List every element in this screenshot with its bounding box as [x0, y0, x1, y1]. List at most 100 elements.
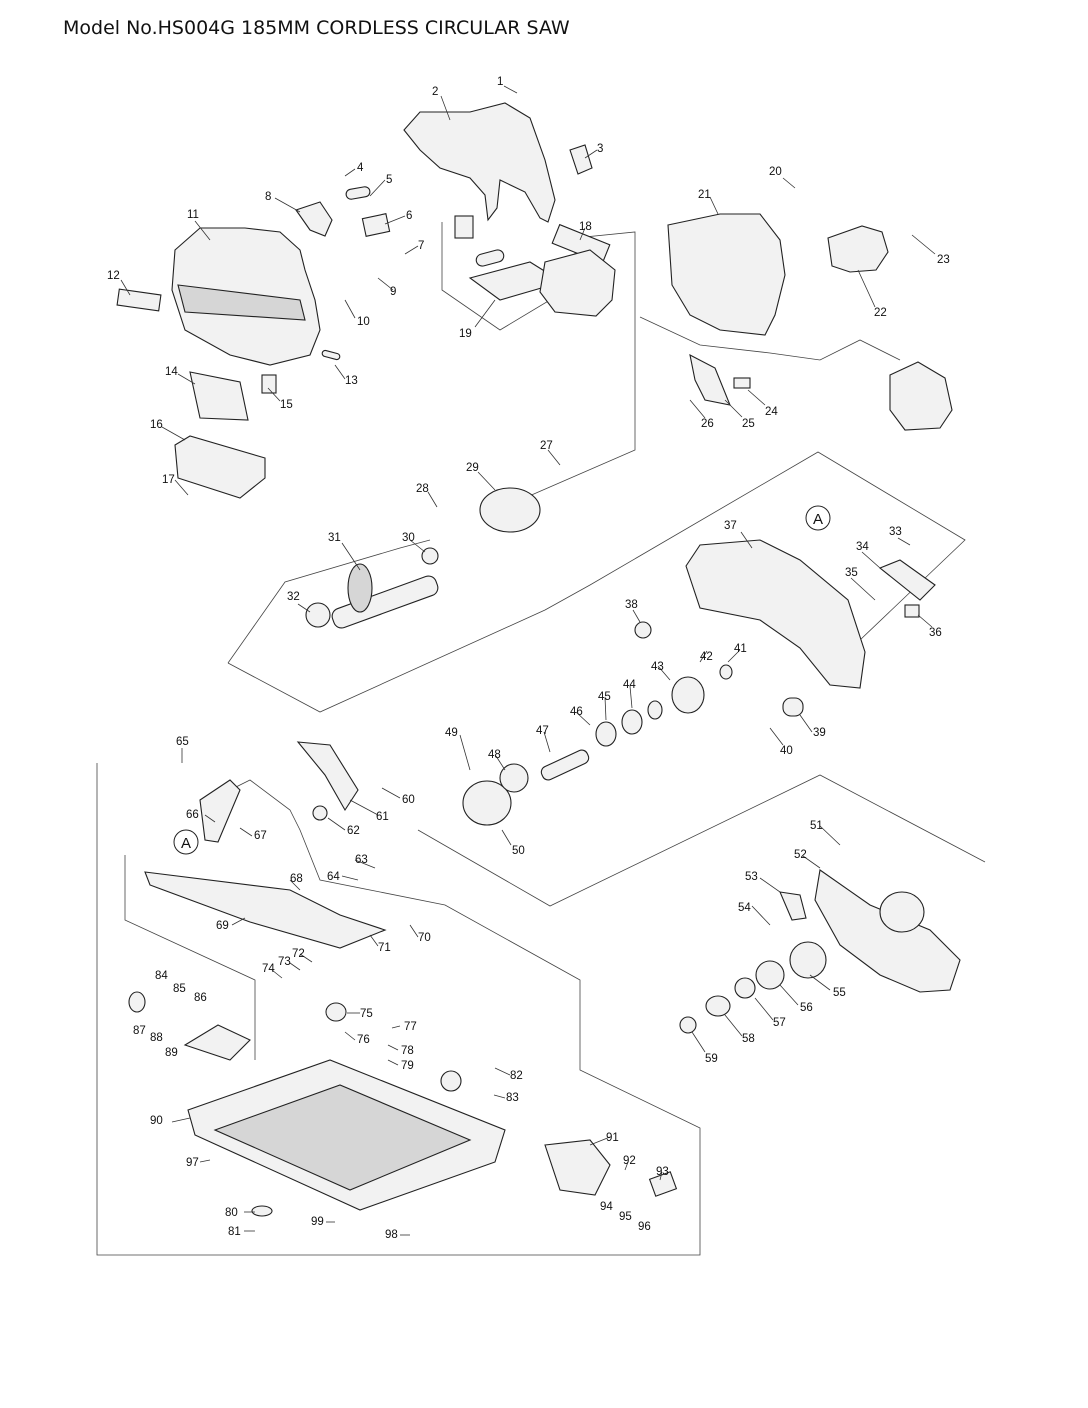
part-label-87: 87	[133, 1025, 146, 1037]
part-label-88: 88	[150, 1032, 163, 1044]
part-label-48: 48	[488, 749, 501, 761]
part-label-64: 64	[327, 871, 340, 883]
part-label-11: 11	[187, 209, 199, 221]
part-label-50: 50	[512, 845, 525, 857]
part-label-17: 17	[162, 474, 175, 486]
part-label-37: 37	[724, 520, 737, 532]
part-label-68: 68	[290, 873, 303, 885]
part-label-22: 22	[874, 307, 887, 319]
page-title: Model No.HS004G 185MM CORDLESS CIRCULAR …	[63, 17, 570, 39]
part-label-61: 61	[376, 811, 389, 823]
part-label-49: 49	[445, 727, 458, 739]
rear-handle-assembly	[116, 102, 556, 499]
part-label-54: 54	[738, 902, 751, 914]
part-label-94: 94	[600, 1201, 613, 1213]
part-number-labels: 1 2 3 4 5 6 7 8 9 10 11 12 13 14 15 16 1…	[107, 76, 950, 1241]
leader-lines	[120, 85, 936, 1236]
blade-case-assembly	[540, 539, 936, 781]
part-label-26: 26	[701, 418, 714, 430]
part-label-73: 73	[278, 956, 291, 968]
part-label-97: 97	[186, 1157, 199, 1169]
part-label-65: 65	[176, 736, 189, 748]
safety-cover-assembly	[679, 869, 961, 1034]
part-label-69: 69	[216, 920, 229, 932]
detail-marker-a-lower: A	[173, 829, 199, 855]
part-label-53: 53	[745, 871, 758, 883]
part-label-85: 85	[173, 983, 186, 995]
part-label-83: 83	[506, 1092, 519, 1104]
part-label-89: 89	[165, 1047, 178, 1059]
part-label-56: 56	[800, 1002, 813, 1014]
part-label-55: 55	[833, 987, 846, 999]
part-label-29: 29	[466, 462, 479, 474]
part-label-82: 82	[510, 1070, 523, 1082]
part-label-78: 78	[401, 1045, 414, 1057]
part-label-92: 92	[623, 1155, 636, 1167]
part-label-63: 63	[355, 854, 368, 866]
part-label-79: 79	[401, 1060, 414, 1072]
part-label-20: 20	[769, 166, 782, 178]
part-label-9: 9	[390, 286, 396, 298]
part-label-34: 34	[856, 541, 869, 553]
part-label-2: 2	[432, 86, 438, 98]
part-label-23: 23	[937, 254, 950, 266]
part-label-77: 77	[404, 1021, 417, 1033]
part-label-32: 32	[287, 591, 300, 603]
part-label-39: 39	[813, 727, 826, 739]
part-label-96: 96	[638, 1221, 651, 1233]
part-label-91: 91	[606, 1132, 619, 1144]
part-label-25: 25	[742, 418, 755, 430]
detail-marker-a-upper-label: A	[813, 511, 823, 528]
part-label-31: 31	[328, 532, 341, 544]
part-label-67: 67	[254, 830, 267, 842]
part-label-81: 81	[228, 1226, 241, 1238]
part-label-52: 52	[794, 849, 807, 861]
part-label-93: 93	[656, 1166, 669, 1178]
part-label-98: 98	[385, 1229, 398, 1241]
part-label-38: 38	[625, 599, 638, 611]
part-label-21: 21	[698, 189, 711, 201]
part-label-28: 28	[416, 483, 429, 495]
detail-marker-a-lower-label: A	[181, 835, 191, 852]
part-label-15: 15	[280, 399, 293, 411]
part-label-44: 44	[623, 679, 636, 691]
part-label-60: 60	[402, 794, 415, 806]
part-label-43: 43	[651, 661, 664, 673]
part-label-16: 16	[150, 419, 163, 431]
part-label-4: 4	[357, 162, 364, 174]
part-label-76: 76	[357, 1034, 370, 1046]
part-label-72: 72	[292, 948, 305, 960]
part-label-75: 75	[360, 1008, 373, 1020]
part-label-8: 8	[265, 191, 271, 203]
part-label-62: 62	[347, 825, 360, 837]
part-label-57: 57	[773, 1017, 786, 1029]
part-label-1: 1	[497, 76, 503, 88]
part-label-42: 42	[700, 651, 713, 663]
part-label-27: 27	[540, 440, 553, 452]
part-label-6: 6	[406, 210, 412, 222]
part-label-95: 95	[619, 1211, 632, 1223]
armature-assembly	[305, 547, 439, 629]
part-label-24: 24	[765, 406, 778, 418]
part-label-19: 19	[459, 328, 472, 340]
part-label-86: 86	[194, 992, 207, 1004]
base-assembly	[128, 741, 678, 1217]
part-label-10: 10	[357, 316, 370, 328]
part-label-58: 58	[742, 1033, 755, 1045]
part-label-7: 7	[418, 240, 424, 252]
part-label-45: 45	[598, 691, 611, 703]
part-label-70: 70	[418, 932, 431, 944]
part-label-33: 33	[889, 526, 902, 538]
part-label-74: 74	[262, 963, 275, 975]
part-label-80: 80	[225, 1207, 238, 1219]
detail-marker-a-upper: A	[805, 505, 831, 531]
switch-assembly	[295, 144, 611, 301]
part-label-47: 47	[536, 725, 549, 737]
part-label-41: 41	[734, 643, 747, 655]
part-label-46: 46	[570, 706, 583, 718]
part-label-36: 36	[929, 627, 942, 639]
part-label-66: 66	[186, 809, 199, 821]
part-label-90: 90	[150, 1115, 163, 1127]
